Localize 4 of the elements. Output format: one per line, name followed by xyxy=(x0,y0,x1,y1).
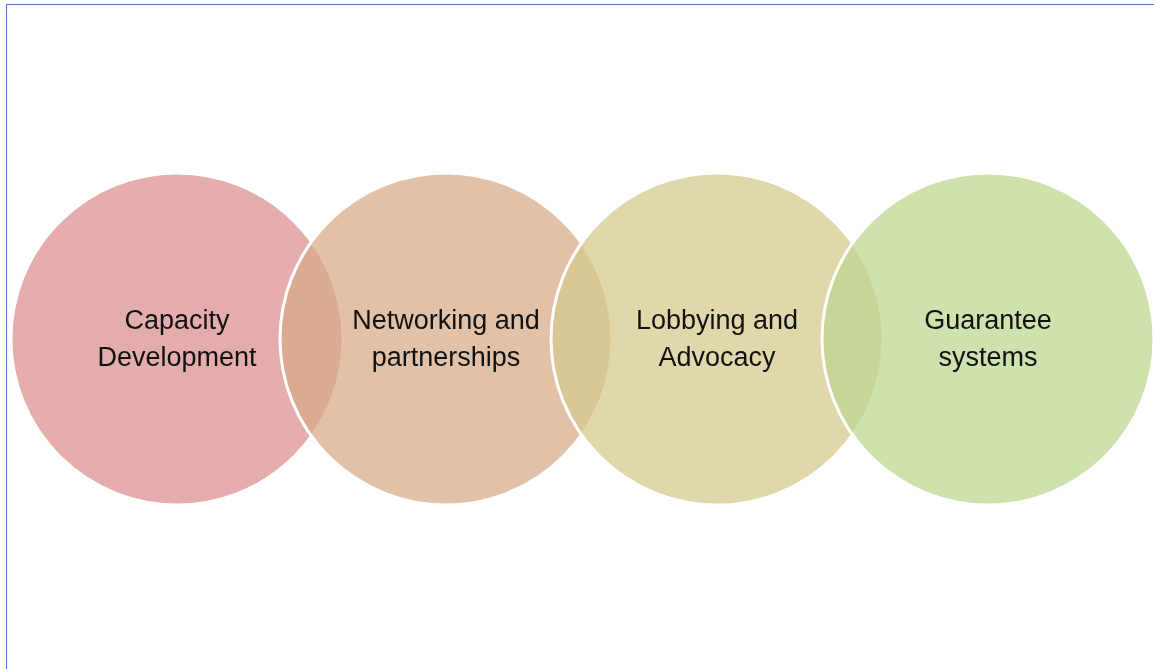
circle-label: Lobbying and Advocacy xyxy=(634,304,800,374)
circle-label: Networking and partnerships xyxy=(351,304,541,374)
circle-label: Capacity Development xyxy=(96,304,258,374)
circle-label: Guarantee systems xyxy=(923,304,1053,374)
